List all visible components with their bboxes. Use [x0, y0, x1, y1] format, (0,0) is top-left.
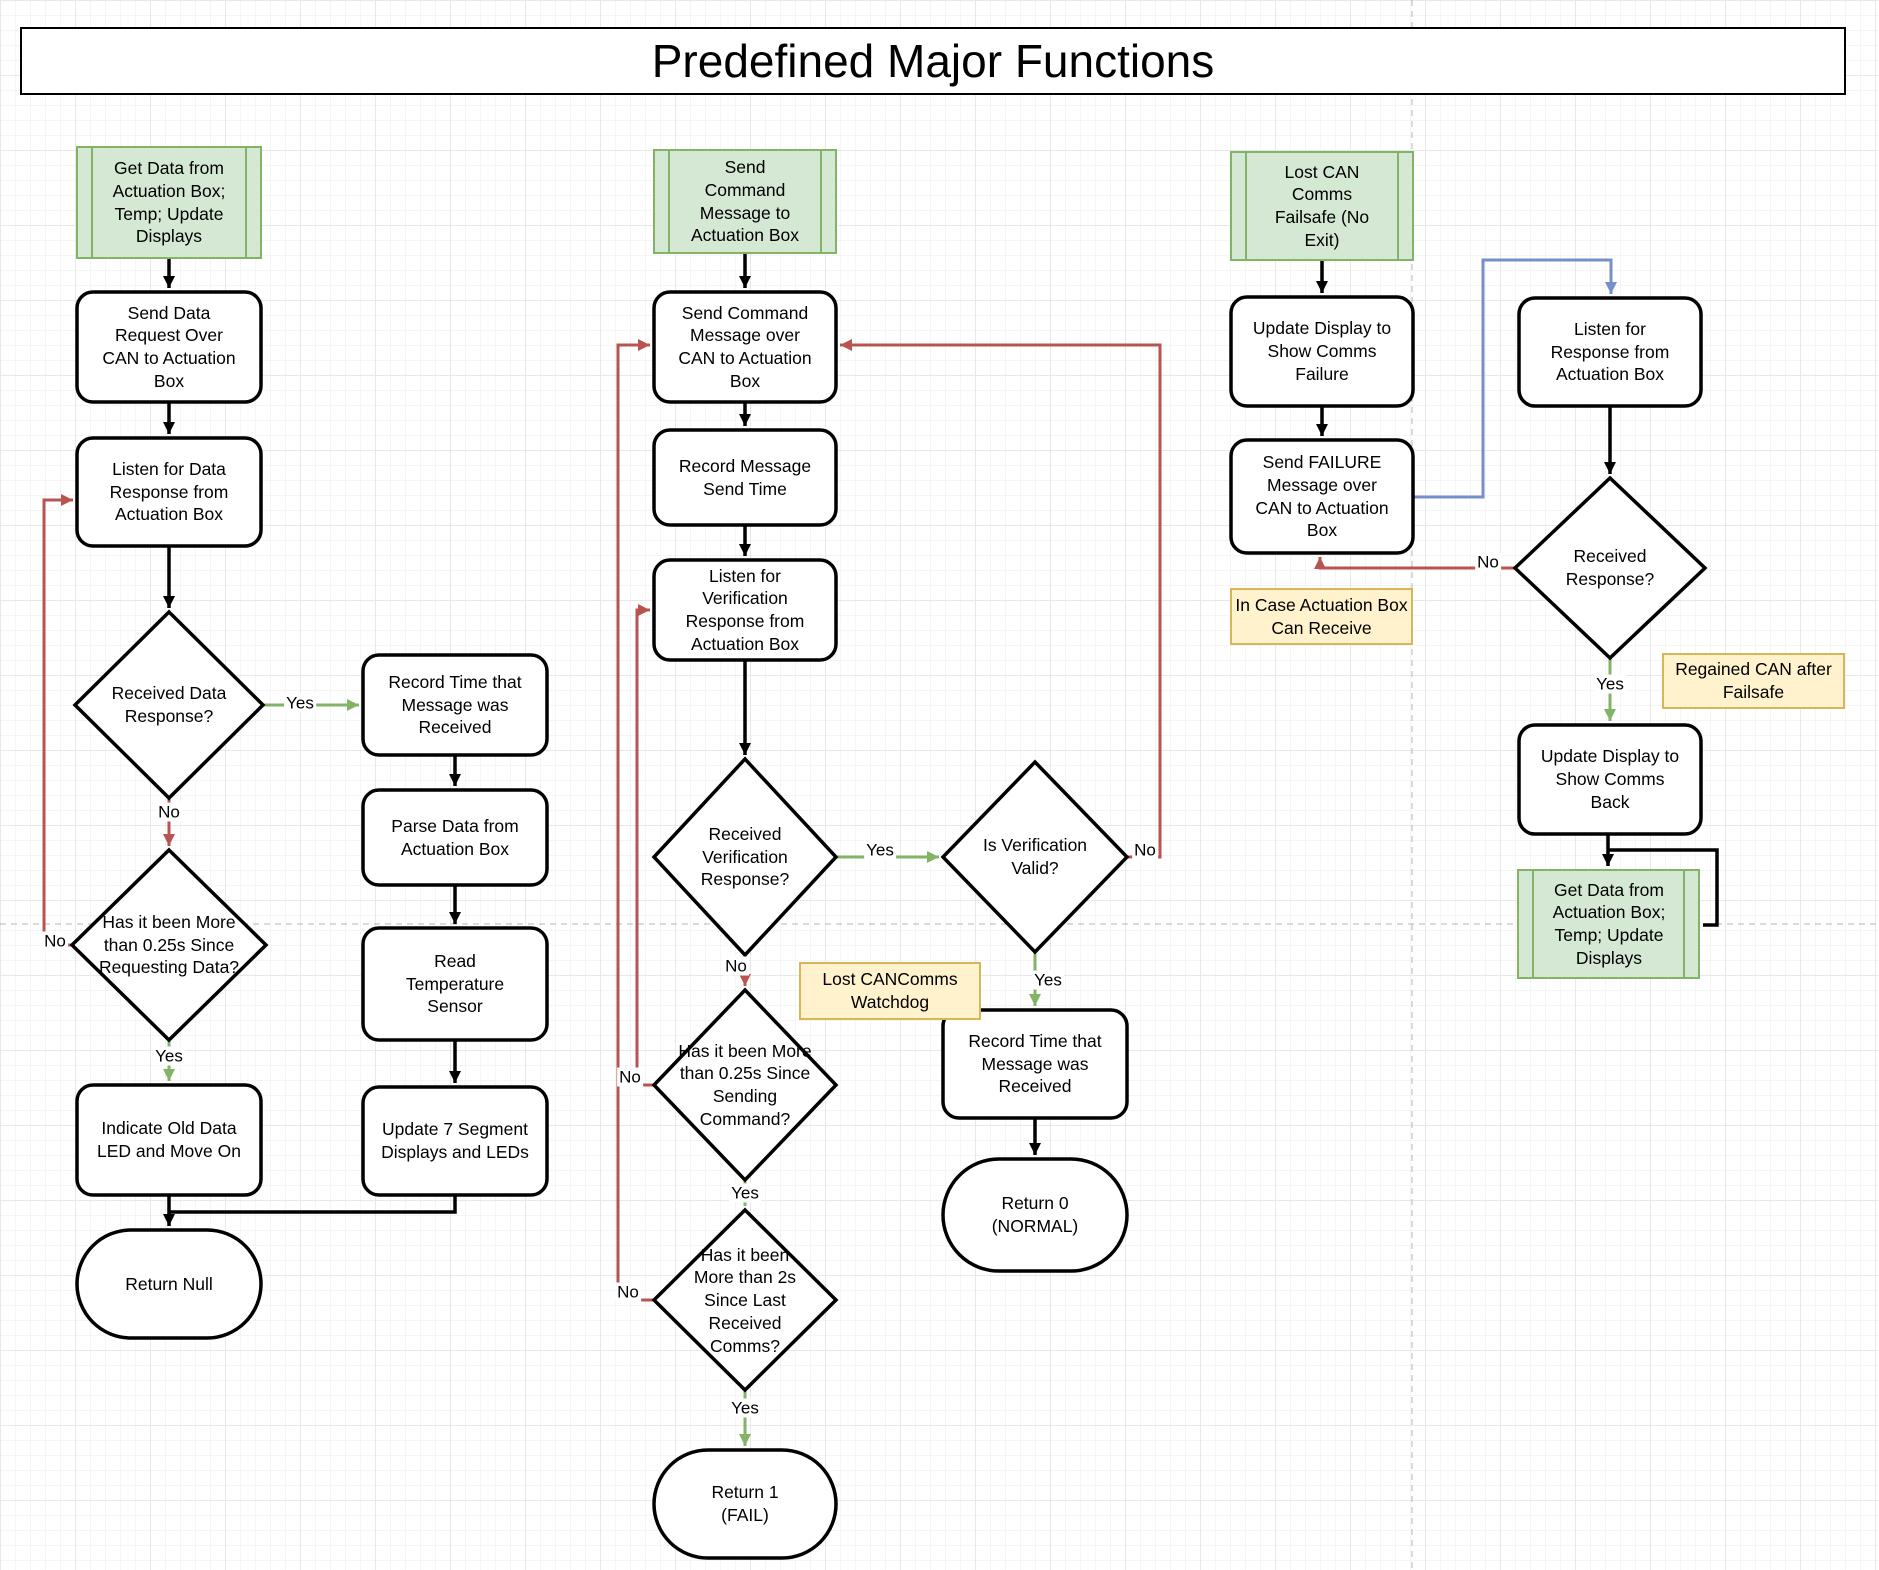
node-update-display-failure-shape [1229, 295, 1415, 408]
note-watchdog: Lost CANComms Watchdog [822, 969, 958, 1012]
node-is-valid-q-shape [940, 759, 1130, 955]
note-receive: In Case Actuation Box Can Receive [1235, 594, 1408, 638]
node-read-temp: Read Temperature Sensor [405, 950, 505, 1017]
node-send-request: Send Data Request Over CAN to Actuation … [102, 302, 236, 391]
node-indicate-old-shape [75, 1083, 263, 1197]
node-sending-timeout-q: Has it been More than 0.25s Since Sendin… [678, 1040, 812, 1129]
edge-update7seg-to-return-null [169, 1195, 457, 1214]
node-send-failure-shape [1229, 438, 1415, 555]
label-no-is-valid: No [1132, 840, 1158, 860]
node-failsafe-entry-shape [1230, 151, 1414, 261]
node-get-data-call: Get Data from Actuation Box; Temp; Updat… [1552, 879, 1666, 968]
label-no-sending-timeout: No [617, 1067, 643, 1087]
node-received-response-q: Received Response? [1565, 546, 1655, 589]
node-received-data-q-shape [72, 609, 266, 801]
note-receive-shape [1230, 588, 1413, 645]
node-listen-verification: Listen for Verification Response from Ac… [685, 565, 805, 654]
edge-get-data-self-loop [1608, 848, 1719, 927]
node-timeout-requesting-q: Has it been More than 0.25s Since Reques… [98, 911, 240, 978]
label-yes-received-data: Yes [284, 693, 316, 713]
node-is-valid-q: Is Verification Valid? [982, 835, 1088, 878]
node-record-time-received: Record Time that Message was Received [968, 1030, 1102, 1097]
label-no-timeout-requesting: No [42, 931, 68, 951]
label-yes-received-response: Yes [1594, 674, 1626, 694]
edge-no-is-valid-loop [840, 339, 1162, 859]
node-failsafe-entry: Lost CAN Comms Failsafe (No Exit) [1274, 161, 1370, 250]
node-return-null: Return Null [125, 1273, 213, 1294]
node-return-1: Return 1 (FAIL) [711, 1482, 779, 1525]
node-return-null-shape [75, 1228, 263, 1340]
node-comms-timeout-q: Has it been More than 2s Since Last Rece… [693, 1244, 797, 1356]
node-record-time-shape [361, 653, 549, 757]
node-update-display-back-shape [1517, 723, 1703, 836]
label-no-received-verif: No [723, 956, 749, 976]
edge-send-failure-to-listen-response [1413, 258, 1617, 499]
node-update7seg: Update 7 Segment Displays and LEDs [381, 1119, 529, 1162]
node-received-verif-q-shape [651, 756, 839, 958]
note-regained-shape [1662, 653, 1845, 709]
node-record-time-received-shape [941, 1008, 1129, 1120]
node-sending-timeout-q-shape [651, 987, 839, 1183]
edge-no-sending-timeout-loop [635, 604, 654, 1087]
node-received-verif-q: Received Verification Response? [700, 823, 790, 890]
node-comms-timeout-q-shape [651, 1207, 839, 1393]
node-update-display-back: Update Display to Show Comms Back [1540, 746, 1680, 812]
node-listen-data: Listen for Data Response from Actuation … [109, 458, 229, 525]
node-parse: Parse Data from Actuation Box [391, 815, 519, 859]
node-send-command-entry-shape [653, 149, 837, 254]
label-yes-timeout-requesting: Yes [153, 1046, 185, 1066]
node-record-time: Record Time that Message was Received [388, 671, 522, 738]
node-send-request-shape [75, 290, 263, 404]
node-send-command-entry: Send Command Message to Actuation Box [691, 157, 799, 246]
label-yes-sending-timeout: Yes [729, 1183, 761, 1203]
label-yes-received-verif: Yes [864, 840, 896, 860]
label-no-received-data: No [156, 802, 182, 822]
node-parse-shape [361, 788, 549, 887]
node-listen-response-shape [1517, 296, 1703, 408]
node-get-data-entry-shape [76, 146, 262, 259]
node-return-1-shape [652, 1448, 838, 1560]
note-watchdog-shape [799, 962, 981, 1020]
node-listen-response: Listen for Response from Actuation Box [1550, 318, 1670, 385]
node-listen-data-shape [75, 436, 263, 548]
node-update-display-failure: Update Display to Show Comms Failure [1252, 318, 1392, 384]
label-no-received-response: No [1475, 552, 1501, 572]
page-title-text: Predefined Major Functions [651, 35, 1215, 87]
label-yes-comms-timeout: Yes [729, 1398, 761, 1418]
page-title: Predefined Major Functions [20, 27, 1846, 95]
edge-no-timeout-requesting-loop [42, 494, 73, 947]
node-read-temp-shape [361, 926, 549, 1042]
node-timeout-requesting-q-shape [69, 847, 269, 1043]
node-return-0: Return 0 (NORMAL) [991, 1193, 1079, 1236]
node-received-data-q: Received Data Response? [111, 683, 227, 726]
node-update7seg-shape [361, 1085, 549, 1197]
node-indicate-old: Indicate Old Data LED and Move On [97, 1118, 241, 1161]
node-get-data-call-shape [1517, 869, 1700, 979]
node-send-over-can-shape [652, 290, 838, 404]
node-send-over-can: Send Command Message over CAN to Actuati… [678, 302, 812, 391]
label-no-comms-timeout: No [615, 1282, 641, 1302]
note-regained: Regained CAN after Failsafe [1675, 659, 1832, 702]
node-listen-verification-shape [652, 558, 838, 662]
node-return-0-shape [941, 1157, 1129, 1273]
node-received-response-q-shape [1512, 475, 1708, 661]
node-send-failure: Send FAILURE Message over CAN to Actuati… [1255, 452, 1389, 541]
node-record-send-time: Record Message Send Time [678, 455, 812, 499]
node-record-send-time-shape [652, 428, 838, 527]
edge-no-received-response-loop [1314, 557, 1515, 570]
node-get-data-entry: Get Data from Actuation Box; Temp; Updat… [112, 158, 226, 247]
label-yes-is-valid: Yes [1032, 970, 1064, 990]
